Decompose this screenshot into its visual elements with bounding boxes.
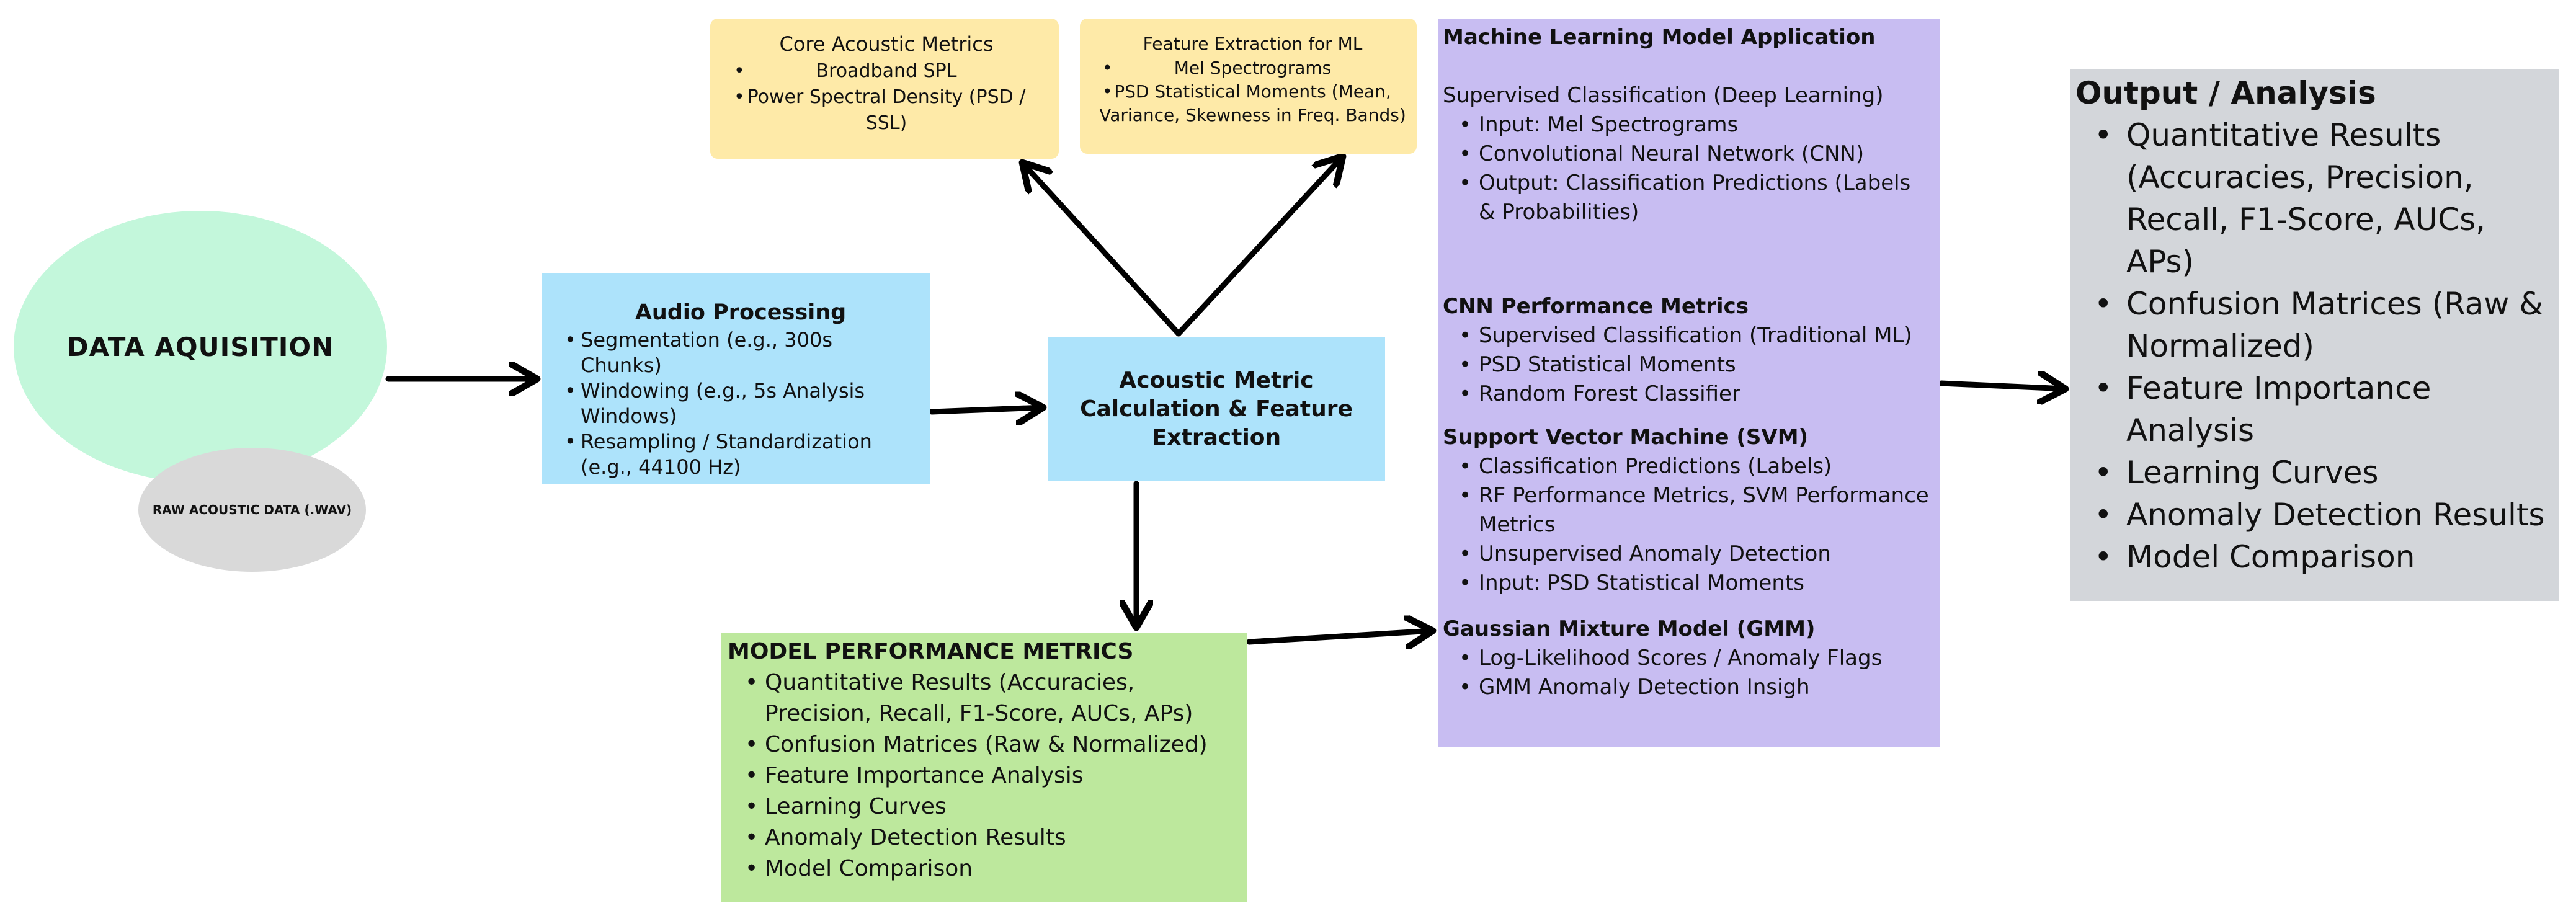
arrow-calc-to-feature-extraction bbox=[1175, 156, 1343, 337]
core-metrics-list: Broadband SPL Power Spectral Density (PS… bbox=[729, 58, 1044, 136]
core-metrics-box: Core Acoustic Metrics Broadband SPL Powe… bbox=[710, 19, 1059, 159]
output-analysis-box: Output / Analysis Quantitative Results (… bbox=[2070, 69, 2559, 601]
performance-metrics-list: Quantitative Results (Accuracies, Precis… bbox=[728, 667, 1240, 884]
feature-extraction-title: Feature Extraction for ML bbox=[1143, 33, 1363, 54]
list-item: Input: Mel Spectrograms bbox=[1443, 110, 1932, 140]
gmm-title: Gaussian Mixture Model (GMM) bbox=[1443, 616, 1816, 641]
acoustic-calc-label: Acoustic Metric Calculation & Feature Ex… bbox=[1080, 367, 1353, 450]
list-item: Random Forest Classifier bbox=[1443, 380, 1932, 409]
arrow-processing-to-calc bbox=[929, 407, 1043, 412]
list-item: Output: Classification Predictions (Labe… bbox=[1443, 169, 1932, 227]
list-item: RF Performance Metrics, SVM Performance … bbox=[1443, 481, 1932, 540]
list-item: Resampling / Standardization (e.g., 4410… bbox=[562, 429, 919, 480]
svm-title: Support Vector Machine (SVM) bbox=[1443, 425, 1809, 450]
list-item: Feature Importance Analysis bbox=[2075, 367, 2554, 451]
acoustic-calc-box: Acoustic Metric Calculation & Feature Ex… bbox=[1048, 337, 1385, 481]
list-item: Log-Likelihood Scores / Anomaly Flags bbox=[1443, 644, 1932, 673]
audio-processing-title: Audio Processing bbox=[635, 300, 847, 325]
list-item: Model Comparison bbox=[2075, 536, 2554, 578]
audio-processing-list: Segmentation (e.g., 300s Chunks) Windowi… bbox=[562, 327, 919, 480]
list-item: Confusion Matrices (Raw & Normalized) bbox=[728, 729, 1240, 760]
arrow-calc-to-core-metrics bbox=[1022, 162, 1182, 337]
feature-extraction-list: Mel Spectrograms PSD Statistical Moments… bbox=[1097, 56, 1408, 127]
supervised-label: Supervised Classification (Deep Learning… bbox=[1443, 83, 1884, 108]
raw-acoustic-data-label: RAW ACOUSTIC DATA (.WAV) bbox=[152, 502, 352, 517]
list-item: PSD Statistical Moments bbox=[1443, 350, 1932, 380]
list-item: Model Comparison bbox=[728, 853, 1240, 884]
performance-metrics-title: MODEL PERFORMANCE METRICS bbox=[728, 639, 1134, 664]
list-item: Anomaly Detection Results bbox=[2075, 494, 2554, 536]
list-item: Classification Predictions (Labels) bbox=[1443, 452, 1932, 481]
list-item: Unsupervised Anomaly Detection bbox=[1443, 540, 1932, 569]
arrow-ml-to-output bbox=[1938, 383, 2066, 389]
supervised-list: Input: Mel Spectrograms Convolutional Ne… bbox=[1443, 110, 1932, 227]
list-item: GMM Anomaly Detection Insigh bbox=[1443, 673, 1932, 702]
gmm-list: Log-Likelihood Scores / Anomaly Flags GM… bbox=[1443, 644, 1932, 702]
list-item: Anomaly Detection Results bbox=[728, 822, 1240, 853]
ml-application-title: Machine Learning Model Application bbox=[1443, 25, 1876, 50]
data-acquisition-label: DATA AQUISITION bbox=[66, 331, 334, 362]
list-item: Confusion Matrices (Raw & Normalized) bbox=[2075, 283, 2554, 367]
list-item: Mel Spectrograms bbox=[1097, 56, 1408, 80]
feature-extraction-box: Feature Extraction for ML Mel Spectrogra… bbox=[1080, 19, 1417, 154]
list-item: Convolutional Neural Network (CNN) bbox=[1443, 140, 1932, 169]
list-item: Supervised Classification (Traditional M… bbox=[1443, 321, 1932, 350]
cnn-metrics-title: CNN Performance Metrics bbox=[1443, 294, 1749, 319]
svm-list: Classification Predictions (Labels) RF P… bbox=[1443, 452, 1932, 598]
list-item: Segmentation (e.g., 300s Chunks) bbox=[562, 327, 919, 378]
raw-acoustic-data-ellipse: RAW ACOUSTIC DATA (.WAV) bbox=[138, 448, 366, 572]
core-metrics-title: Core Acoustic Metrics bbox=[779, 32, 994, 56]
output-analysis-list: Quantitative Results (Accuracies, Precis… bbox=[2075, 114, 2554, 578]
arrow-performance-to-ml bbox=[1246, 631, 1433, 642]
list-item: Broadband SPL bbox=[729, 58, 1044, 84]
list-item: Quantitative Results (Accuracies, Precis… bbox=[728, 667, 1240, 729]
data-acquisition-ellipse: DATA AQUISITION bbox=[14, 211, 387, 482]
ml-application-box: Machine Learning Model Application Super… bbox=[1438, 19, 1940, 747]
list-item: Power Spectral Density (PSD / SSL) bbox=[729, 84, 1044, 136]
list-item: PSD Statistical Moments (Mean, Variance,… bbox=[1097, 80, 1408, 127]
list-item: Feature Importance Analysis bbox=[728, 760, 1240, 791]
list-item: Learning Curves bbox=[728, 791, 1240, 822]
performance-metrics-box: MODEL PERFORMANCE METRICS Quantitative R… bbox=[721, 633, 1247, 902]
audio-processing-box: Audio Processing Segmentation (e.g., 300… bbox=[542, 273, 930, 484]
list-item: Learning Curves bbox=[2075, 451, 2554, 494]
list-item: Windowing (e.g., 5s Analysis Windows) bbox=[562, 378, 919, 429]
cnn-metrics-list: Supervised Classification (Traditional M… bbox=[1443, 321, 1932, 409]
output-analysis-title: Output / Analysis bbox=[2075, 75, 2376, 111]
list-item: Input: PSD Statistical Moments bbox=[1443, 569, 1932, 598]
list-item: Quantitative Results (Accuracies, Precis… bbox=[2075, 114, 2554, 283]
